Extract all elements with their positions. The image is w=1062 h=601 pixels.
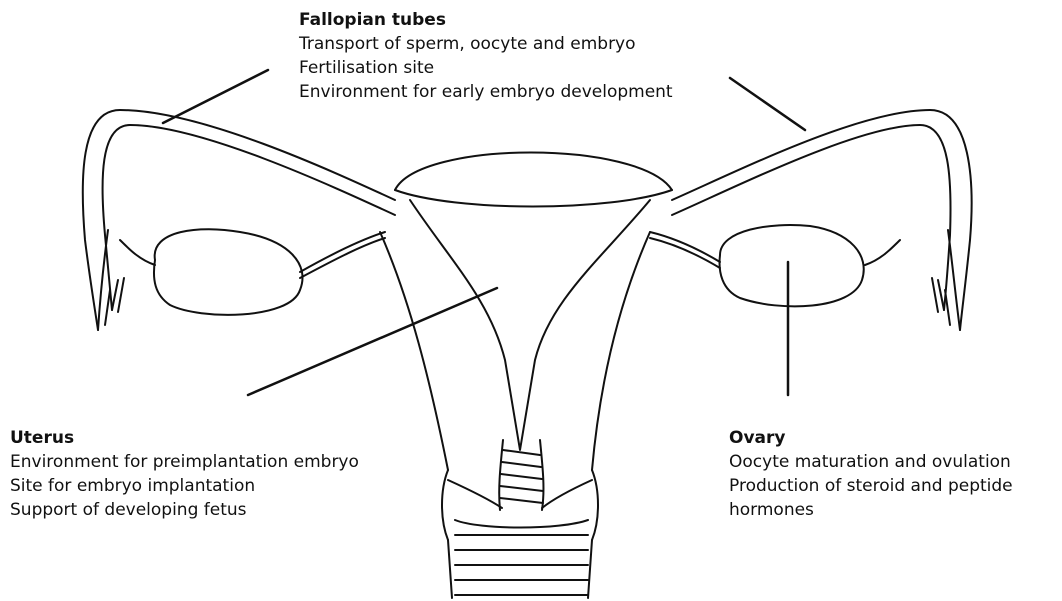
uterus-drawing (380, 153, 672, 511)
fallopian-tubes-line-3: Environment for early embryo development (299, 80, 673, 104)
ovary-title: Ovary (729, 426, 1013, 450)
uterus-title: Uterus (10, 426, 359, 450)
ovary-line-2: Production of steroid and peptide (729, 474, 1013, 498)
leader-lines (163, 70, 805, 395)
uterus-line-2: Site for embryo implantation (10, 474, 359, 498)
left-ovary-drawing (154, 229, 385, 315)
fallopian-tubes-title: Fallopian tubes (299, 8, 673, 32)
fallopian-tubes-line-1: Transport of sperm, oocyte and embryo (299, 32, 673, 56)
fallopian-right-leader (730, 78, 805, 130)
right-ovary-drawing (650, 225, 864, 306)
fallopian-left-leader (163, 70, 268, 123)
uterus-line-3: Support of developing fetus (10, 498, 359, 522)
ovary-line-1: Oocyte maturation and ovulation (729, 450, 1013, 474)
ovary-line-3: hormones (729, 498, 1013, 522)
left-fallopian-tube-drawing (83, 110, 395, 330)
fallopian-tubes-line-2: Fertilisation site (299, 56, 673, 80)
fallopian-tubes-label: Fallopian tubes Transport of sperm, oocy… (299, 8, 673, 104)
right-fallopian-tube-drawing (672, 110, 972, 330)
uterus-line-1: Environment for preimplantation embryo (10, 450, 359, 474)
uterus-label: Uterus Environment for preimplantation e… (10, 426, 359, 522)
ovary-label: Ovary Oocyte maturation and ovulation Pr… (729, 426, 1013, 522)
